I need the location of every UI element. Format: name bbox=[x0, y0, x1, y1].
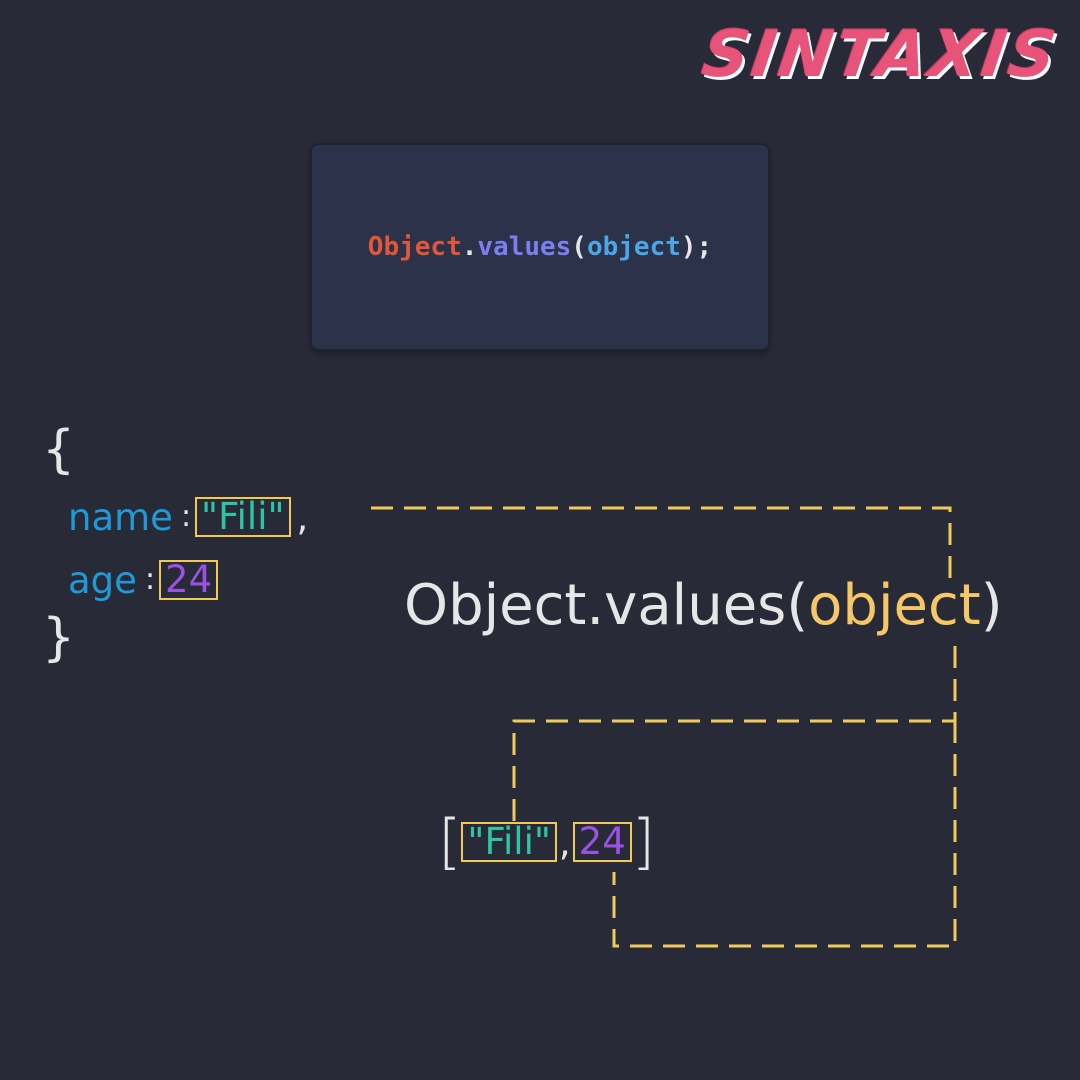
code-open-paren: ( bbox=[571, 232, 587, 262]
property-comma: , bbox=[296, 495, 309, 539]
result-open-bracket: [ bbox=[438, 807, 462, 877]
object-close-brace: } bbox=[42, 608, 76, 668]
result-close-bracket: ] bbox=[631, 807, 656, 877]
result-item-string: "Fili" bbox=[461, 822, 557, 862]
property-row-name: name:"Fili", bbox=[68, 497, 308, 537]
code-close-token: ); bbox=[680, 232, 713, 262]
connector-object-to-call bbox=[371, 506, 952, 578]
call-prefix: Object.values( bbox=[404, 573, 809, 638]
connector-call-to-result-first bbox=[512, 646, 957, 822]
call-expression: Object.values(object) bbox=[404, 578, 1003, 634]
call-argument: object bbox=[808, 573, 981, 638]
code-dot-token: . bbox=[461, 232, 478, 262]
code-arg-token: object bbox=[586, 232, 681, 262]
property-key-age: age bbox=[68, 558, 137, 602]
result-item-number: 24 bbox=[572, 822, 632, 862]
property-colon: : bbox=[180, 499, 192, 534]
object-open-brace: { bbox=[42, 420, 76, 480]
call-suffix: ) bbox=[980, 573, 1003, 638]
property-colon: : bbox=[144, 562, 156, 597]
code-line: Object.values(object); bbox=[368, 232, 712, 262]
code-method-token: values bbox=[477, 232, 572, 262]
property-row-age: age:24 bbox=[68, 558, 219, 602]
connector-call-to-result-second bbox=[612, 721, 957, 948]
property-value-age: 24 bbox=[159, 560, 219, 600]
property-key-name: name bbox=[68, 495, 173, 539]
result-array: [ "Fili",24 ] bbox=[438, 812, 655, 872]
code-object-token: Object bbox=[367, 232, 462, 262]
result-separator: , bbox=[558, 820, 571, 864]
code-snippet-card: Object.values(object); bbox=[312, 145, 768, 349]
property-value-name: "Fili" bbox=[195, 497, 291, 537]
